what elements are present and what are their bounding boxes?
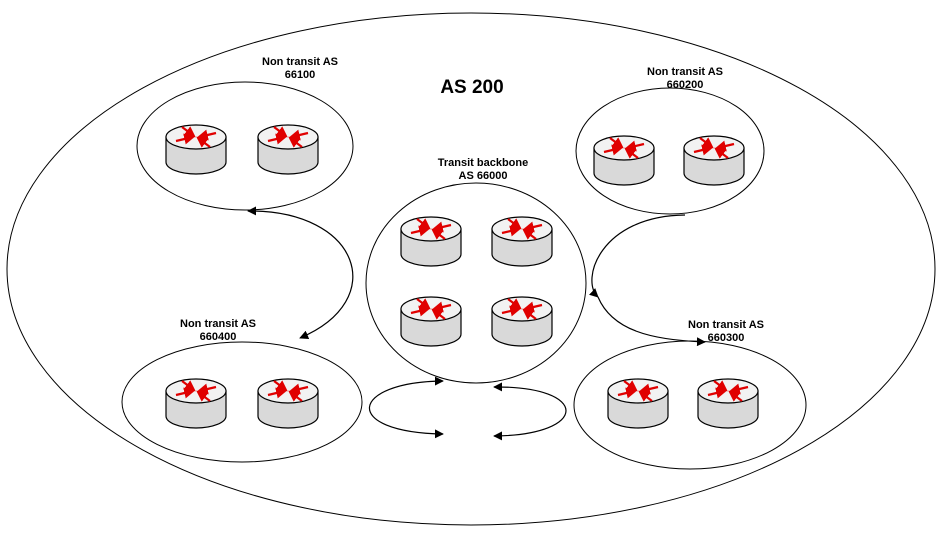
group-name: Non transit AS xyxy=(180,318,256,330)
router-icon xyxy=(492,217,552,266)
group-ellipse-660400 xyxy=(121,341,363,463)
router-icon xyxy=(258,125,318,174)
group-label-660200: Non transit AS 660200 xyxy=(625,66,745,92)
connector-backbone-660300 xyxy=(597,296,706,347)
connector-660300-backbone xyxy=(493,382,567,441)
group-number: 66100 xyxy=(284,69,316,81)
router-icon xyxy=(684,136,744,185)
group-name: Non transit AS xyxy=(262,56,338,68)
router-icon xyxy=(258,379,318,428)
group-label-660300: Non transit AS 660300 xyxy=(666,319,786,345)
router-icon xyxy=(401,217,461,266)
group-name: Transit backbone xyxy=(437,157,529,169)
connector-backbone-660200 xyxy=(589,214,686,298)
router-icon xyxy=(492,297,552,346)
group-number: 660400 xyxy=(199,331,237,343)
group-number: 660300 xyxy=(707,332,745,344)
router-icon xyxy=(608,379,668,428)
group-ellipse-660200 xyxy=(575,87,765,215)
group-number: AS 66000 xyxy=(458,170,508,182)
group-number: 660200 xyxy=(666,79,704,91)
group-name: Non transit AS xyxy=(688,319,764,331)
group-name: Non transit AS xyxy=(647,66,723,78)
group-label-660400: Non transit AS 660400 xyxy=(158,318,278,344)
group-label-backbone: Transit backbone AS 66000 xyxy=(418,157,548,183)
router-icon xyxy=(166,125,226,174)
group-ellipse-66100 xyxy=(136,81,354,211)
connector-660400-backbone xyxy=(368,376,444,439)
router-icon xyxy=(698,379,758,428)
router-icon xyxy=(401,297,461,346)
group-ellipse-backbone xyxy=(365,182,587,384)
router-icon xyxy=(594,136,654,185)
connector-66100-660400 xyxy=(247,206,354,339)
as200-title: AS 200 xyxy=(440,77,504,98)
as200-boundary xyxy=(6,12,936,526)
group-label-66100: Non transit AS 66100 xyxy=(240,56,360,82)
router-icon xyxy=(166,379,226,428)
